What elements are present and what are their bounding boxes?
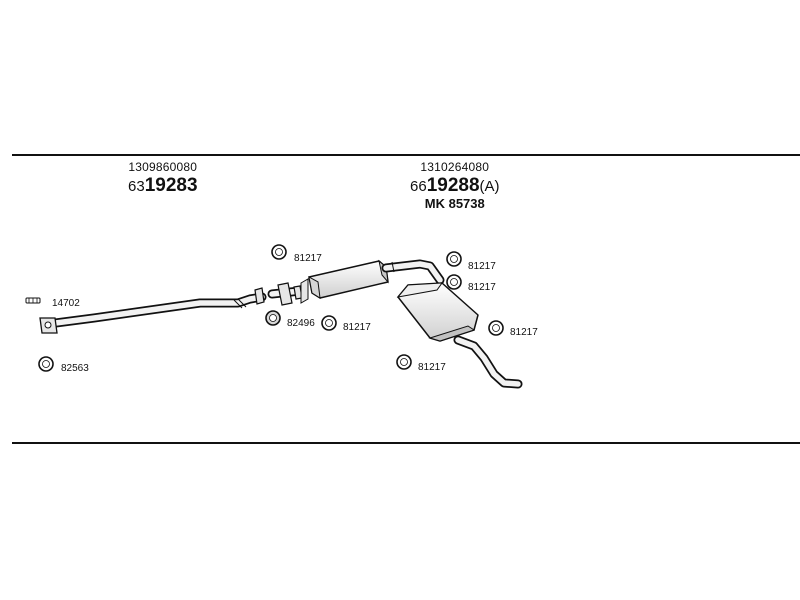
front-pipe — [39, 287, 267, 334]
rear-silencer-part-number: 1310264080 — [420, 160, 490, 174]
callout-82563: 82563 — [38, 356, 89, 374]
callout-label: 81217 — [418, 362, 446, 373]
callout-81217-center-lower: 81217 — [321, 315, 371, 333]
rear-silencer-reference-prefix: 66 — [410, 178, 427, 195]
callout-label: 81217 — [468, 261, 496, 272]
bottom-divider — [12, 442, 800, 444]
front-pipe-part-number: 1309860080 — [128, 160, 198, 174]
callout-81217-rear-middle: 81217 — [446, 274, 496, 293]
callout-label: 14702 — [52, 298, 80, 309]
ring-icon — [265, 310, 281, 326]
front-pipe-reference-code: 6319283 — [128, 176, 198, 195]
callout-label: 81217 — [294, 253, 322, 264]
tail-pipe — [453, 335, 523, 389]
top-divider — [12, 154, 800, 156]
rear-silencer-reference: 1310264080 6619288(A) MK 85738 — [410, 161, 500, 210]
front-flange-icon — [39, 317, 58, 334]
rear-silencer-mounting-kit: MK 85738 — [424, 196, 485, 211]
callout-label: 81217 — [468, 282, 496, 293]
callout-81217-center-hanger: 81217 — [271, 244, 322, 264]
rear-silencer — [396, 282, 479, 342]
ring-icon — [271, 244, 287, 260]
callout-81217-rear-lower: 81217 — [396, 354, 446, 373]
callout-82496: 82496 — [265, 310, 315, 329]
ring-icon — [446, 251, 462, 267]
ring-icon — [38, 356, 54, 372]
callout-label: 82496 — [287, 318, 315, 329]
ring-icon — [396, 354, 412, 370]
rear-silencer-reference-main: 19288 — [426, 175, 480, 196]
intermediate-pipe — [381, 259, 445, 285]
front-pipe-reference-main: 19283 — [144, 175, 198, 196]
clamp-icon — [25, 297, 41, 304]
callout-14702: 14702 — [25, 297, 80, 309]
callout-81217-rear-upper: 81217 — [446, 251, 496, 272]
callout-label: 82563 — [61, 363, 89, 374]
ring-icon — [446, 274, 462, 290]
front-pipe-reference-prefix: 63 — [128, 178, 145, 195]
rear-silencer-reference-suffix: (A) — [479, 178, 500, 195]
center-silencer — [300, 259, 389, 304]
ring-icon — [321, 315, 337, 331]
callout-81217-rear-right: 81217 — [488, 320, 538, 338]
ring-icon — [488, 320, 504, 336]
connector-joint — [267, 282, 305, 306]
front-pipe-reference: 1309860080 6319283 — [128, 161, 198, 195]
callout-label: 81217 — [510, 327, 538, 338]
rear-silencer-reference-code: 6619288(A) — [410, 176, 500, 195]
rear-flange-icon — [254, 287, 265, 305]
callout-label: 81217 — [343, 322, 371, 333]
